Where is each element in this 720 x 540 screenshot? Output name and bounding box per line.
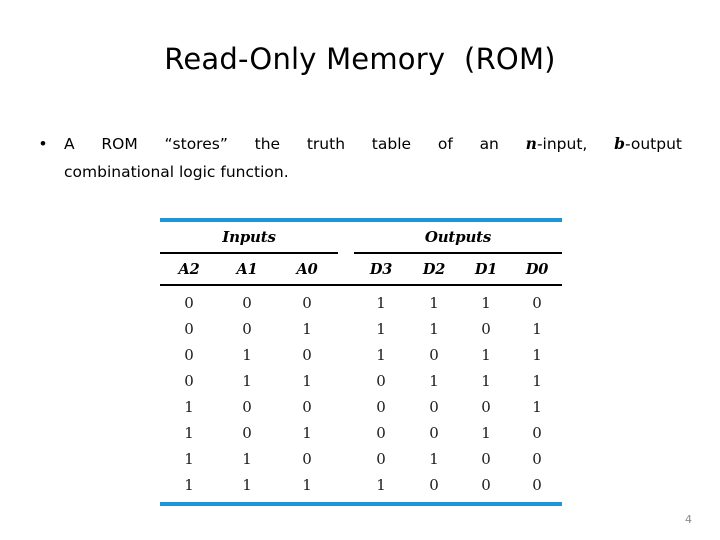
cell-a2: 0 xyxy=(184,345,194,364)
variable-n: n xyxy=(525,134,537,153)
cell-d1: 0 xyxy=(481,319,491,338)
group-rule-gap xyxy=(338,252,354,254)
bullet-item: • A ROM “stores” the truth table of an n… xyxy=(38,130,682,186)
cell-d3: 1 xyxy=(376,293,386,312)
cell-a0: 1 xyxy=(302,475,312,494)
cell-a2: 1 xyxy=(184,475,194,494)
cell-d0: 0 xyxy=(532,293,542,312)
cell-d2: 1 xyxy=(429,319,439,338)
cell-d2: 0 xyxy=(429,397,439,416)
cell-d3: 0 xyxy=(376,423,386,442)
cell-d3: 1 xyxy=(376,475,386,494)
group-header-inputs: Inputs xyxy=(222,228,276,246)
bullet-text-segment-b: -input, xyxy=(536,135,615,153)
cell-a2: 0 xyxy=(184,319,194,338)
column-header-d3: D3 xyxy=(369,260,393,278)
table-column-header-row: A2 A1 A0 D3 D2 D1 D0 xyxy=(160,254,562,284)
page-number: 4 xyxy=(685,513,692,526)
cell-a0: 0 xyxy=(302,345,312,364)
cell-d2: 1 xyxy=(429,293,439,312)
cell-a2: 1 xyxy=(184,423,194,442)
table-header-bottom-rule xyxy=(160,284,562,286)
table-row: 1 1 0 0 1 0 0 xyxy=(160,446,562,472)
cell-d0: 0 xyxy=(532,475,542,494)
table-group-header-row: Inputs Outputs xyxy=(160,222,562,252)
cell-a1: 0 xyxy=(242,423,252,442)
column-header-a1: A1 xyxy=(236,260,258,278)
table-row: 1 0 0 0 0 0 1 xyxy=(160,394,562,420)
cell-a1: 0 xyxy=(242,319,252,338)
cell-d1: 0 xyxy=(481,449,491,468)
column-header-d2: D2 xyxy=(422,260,446,278)
bullet-marker-icon: • xyxy=(40,134,46,153)
column-header-a0: A0 xyxy=(296,260,318,278)
cell-d1: 1 xyxy=(481,345,491,364)
table-row: 0 1 0 1 0 1 1 xyxy=(160,342,562,368)
variable-b: b xyxy=(614,134,625,153)
cell-a2: 1 xyxy=(184,449,194,468)
cell-a0: 0 xyxy=(302,293,312,312)
cell-a0: 1 xyxy=(302,371,312,390)
bullet-text-segment-a: A ROM “stores” the truth table of an xyxy=(64,135,526,153)
column-header-a2: A2 xyxy=(178,260,200,278)
cell-d0: 1 xyxy=(532,319,542,338)
cell-d1: 1 xyxy=(481,371,491,390)
page-title: Read-Only Memory (ROM) xyxy=(164,42,556,76)
cell-d1: 1 xyxy=(481,423,491,442)
cell-d0: 1 xyxy=(532,345,542,364)
cell-a0: 1 xyxy=(302,319,312,338)
cell-d2: 1 xyxy=(429,371,439,390)
cell-a0: 0 xyxy=(302,449,312,468)
cell-d1: 1 xyxy=(481,293,491,312)
cell-a2: 0 xyxy=(184,371,194,390)
table-top-accent-rule xyxy=(160,218,562,222)
cell-d0: 1 xyxy=(532,397,542,416)
group-rule-inputs xyxy=(160,252,338,254)
table-group-rule-row xyxy=(160,252,562,254)
cell-d3: 1 xyxy=(376,345,386,364)
cell-d1: 0 xyxy=(481,397,491,416)
table-row: 0 0 0 1 1 1 0 xyxy=(160,290,562,316)
cell-d3: 1 xyxy=(376,319,386,338)
column-header-d1: D1 xyxy=(474,260,498,278)
cell-d3: 0 xyxy=(376,449,386,468)
cell-a0: 1 xyxy=(302,423,312,442)
truth-table-figure: Inputs Outputs A2 A1 A0 D3 D2 D1 D0 0 0 … xyxy=(160,218,562,506)
cell-a1: 0 xyxy=(242,293,252,312)
bullet-text-segment-c: -output xyxy=(624,135,682,153)
cell-a0: 0 xyxy=(302,397,312,416)
table-bottom-accent-rule xyxy=(160,501,562,506)
column-header-d0: D0 xyxy=(525,260,549,278)
cell-a1: 1 xyxy=(242,371,252,390)
cell-a1: 1 xyxy=(242,345,252,364)
cell-a1: 1 xyxy=(242,475,252,494)
cell-d1: 0 xyxy=(481,475,491,494)
cell-d2: 1 xyxy=(429,449,439,468)
group-rule-outputs xyxy=(354,252,562,254)
cell-d2: 0 xyxy=(429,475,439,494)
table-body: 0 0 0 1 1 1 0 0 0 1 1 1 0 1 0 1 xyxy=(160,286,562,500)
cell-a1: 1 xyxy=(242,449,252,468)
bullet-text: A ROM “stores” the truth table of an n-i… xyxy=(64,130,682,186)
cell-d3: 0 xyxy=(376,397,386,416)
cell-d2: 0 xyxy=(429,345,439,364)
group-header-outputs: Outputs xyxy=(424,228,492,246)
table-row: 1 1 1 1 0 0 0 xyxy=(160,472,562,498)
cell-d0: 0 xyxy=(532,449,542,468)
table-row: 0 1 1 0 1 1 1 xyxy=(160,368,562,394)
table-row: 0 0 1 1 1 0 1 xyxy=(160,316,562,342)
cell-d3: 0 xyxy=(376,371,386,390)
cell-d2: 0 xyxy=(429,423,439,442)
cell-a2: 1 xyxy=(184,397,194,416)
cell-a2: 0 xyxy=(184,293,194,312)
cell-d0: 1 xyxy=(532,371,542,390)
bullet-line-2: combinational logic function. xyxy=(64,163,289,181)
body-content: • A ROM “stores” the truth table of an n… xyxy=(38,130,682,186)
bullet-line-1: A ROM “stores” the truth table of an n-i… xyxy=(64,130,682,158)
cell-d0: 0 xyxy=(532,423,542,442)
cell-a1: 0 xyxy=(242,397,252,416)
table-row: 1 0 1 0 0 1 0 xyxy=(160,420,562,446)
